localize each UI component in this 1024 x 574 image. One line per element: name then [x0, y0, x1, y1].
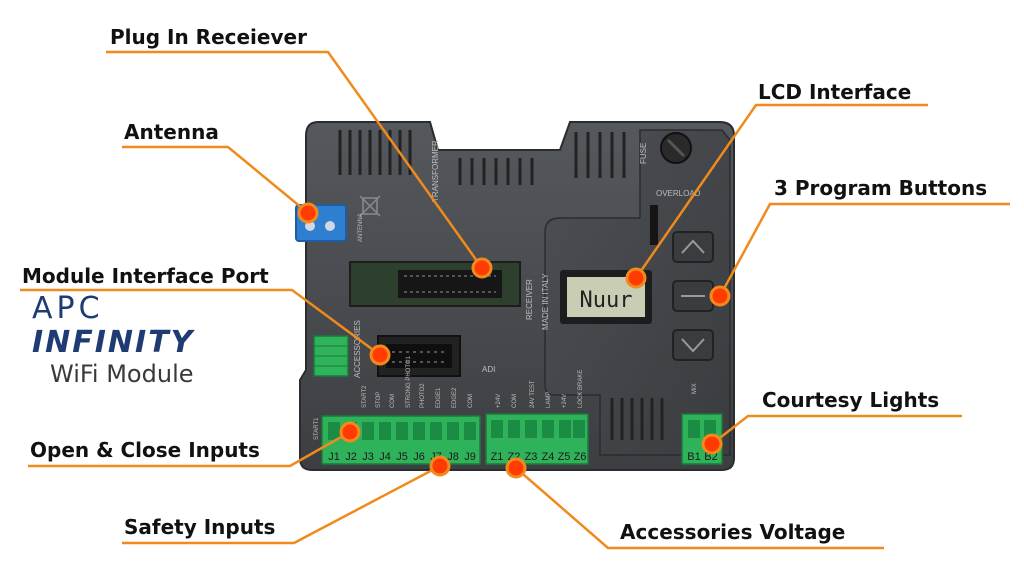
callout-antenna: Antenna [124, 120, 219, 144]
vent-top-right [574, 132, 626, 178]
brand-subtitle: WiFi Module [50, 360, 194, 388]
terminal-label: J3 [362, 451, 374, 463]
leader-antenna [122, 145, 309, 214]
board-label-mix: MIX [692, 383, 698, 394]
j-block-labels: START2 STOP COM STRONG PHOTO1 PHOTO2 EDG… [362, 355, 474, 408]
z-label: 24V TEST [530, 380, 536, 408]
callout-plug-in-receiver: Plug In Receiever [110, 25, 307, 49]
terminal-label: Z4 [542, 451, 555, 463]
j-label: STRONG PHOTO1 [406, 355, 412, 408]
marker-module-port [369, 344, 391, 366]
board-label-transformer: TRANSFORMER [431, 140, 440, 202]
down-arrow-icon [681, 338, 705, 353]
terminal-label: J6 [413, 451, 425, 463]
program-minus-button[interactable] [672, 280, 714, 312]
marker-safety [429, 455, 451, 477]
callout-courtesy-lights: Courtesy Lights [762, 388, 940, 412]
callout-accessories-voltage: Accessories Voltage [620, 520, 846, 544]
lcd-text: Nuur [580, 288, 633, 313]
module-port-socket [386, 344, 452, 368]
callout-program-buttons: 3 Program Buttons [774, 176, 988, 200]
terminal-label: J1 [328, 451, 340, 463]
board-label-antenna: ANTENNA [358, 213, 364, 242]
side-terminal-block [313, 335, 349, 377]
j-label: EDGE2 [452, 387, 458, 408]
j-label: STOP [376, 392, 382, 408]
board-label-made-in: MADE IN ITALY [541, 273, 550, 330]
terminal-label: J9 [464, 451, 476, 463]
terminal-label: B1 [687, 451, 700, 463]
marker-lcd [625, 267, 647, 289]
j-label: COM [468, 394, 474, 408]
callout-open-close-inputs: Open & Close Inputs [30, 438, 260, 462]
leader-open-close [28, 430, 351, 468]
leader-plug-in-receiver [106, 50, 484, 269]
z-block-labels: +24V COM 24V TEST LAMP +24V LOCK BRAKE [496, 370, 584, 408]
marker-courtesy-lights [701, 433, 723, 455]
z-label: LAMP [546, 392, 552, 408]
leader-module-port [20, 288, 381, 357]
brand-logo-infinity: INFINITY [32, 325, 195, 360]
terminal-label: Z5 [558, 451, 571, 463]
terminal-label: Z1 [491, 451, 504, 463]
board-label-receiver: RECEIVER [525, 279, 534, 320]
overload-slot [650, 205, 658, 245]
program-down-button[interactable] [672, 329, 714, 361]
terminal-label: J2 [345, 451, 357, 463]
up-arrow-icon [681, 239, 705, 254]
callout-module-interface-port: Module Interface Port [22, 264, 269, 288]
z-terminal-block[interactable]: Z1 Z2 Z3 Z4 Z5 Z6 [485, 413, 589, 465]
board-brand-mark: ADI [482, 365, 495, 374]
marker-plug-in-receiver [471, 257, 493, 279]
apc-infinity-wifi-logo: APC INFINITY WiFi Module [32, 292, 262, 389]
terminal-label: J8 [447, 451, 459, 463]
z-label: LOCK BRAKE [578, 370, 584, 408]
callout-lines [20, 50, 1010, 550]
marker-accessories-voltage [505, 457, 527, 479]
brand-logo-apc: APC [32, 291, 104, 326]
program-up-button[interactable] [672, 231, 714, 263]
vent-top-center [458, 158, 534, 185]
j-label: START2 [362, 385, 368, 408]
board-label-start1: START1 [314, 417, 320, 440]
j-label: PHOTO2 [420, 383, 426, 408]
j-label: EDGE1 [436, 387, 442, 408]
board-label-fuse: FUSE [639, 143, 648, 164]
leader-lcd [634, 103, 928, 279]
board-label-accessories: ACCESSORIES [353, 320, 362, 378]
callout-lcd-interface: LCD Interface [758, 80, 912, 104]
board-label-overload: OVERLOAD [656, 189, 701, 198]
terminal-label: J4 [379, 451, 391, 463]
leader-program-buttons [718, 202, 1010, 297]
brand-logo: APC INFINITY [32, 292, 262, 360]
recycle-bin-crossed-icon [359, 195, 381, 217]
z-label: +24V [562, 394, 568, 408]
terminal-label: J5 [396, 451, 408, 463]
leader-courtesy-lights [711, 414, 962, 445]
terminal-label: Z3 [525, 451, 538, 463]
z-label: COM [512, 394, 518, 408]
fuse-cap-icon [660, 132, 692, 164]
terminal-label: Z6 [574, 451, 587, 463]
vent-bottom-right [610, 398, 664, 440]
j-label: COM [390, 394, 396, 408]
leader-accessories-voltage [515, 467, 884, 550]
board-housing: Nuur [295, 121, 735, 471]
z-label: +24V [496, 394, 502, 408]
marker-open-close [339, 421, 361, 443]
leader-safety [122, 464, 441, 545]
marker-antenna [297, 202, 319, 224]
callout-markers [297, 202, 731, 479]
callout-safety-inputs: Safety Inputs [124, 515, 276, 539]
marker-program-buttons [709, 285, 731, 307]
